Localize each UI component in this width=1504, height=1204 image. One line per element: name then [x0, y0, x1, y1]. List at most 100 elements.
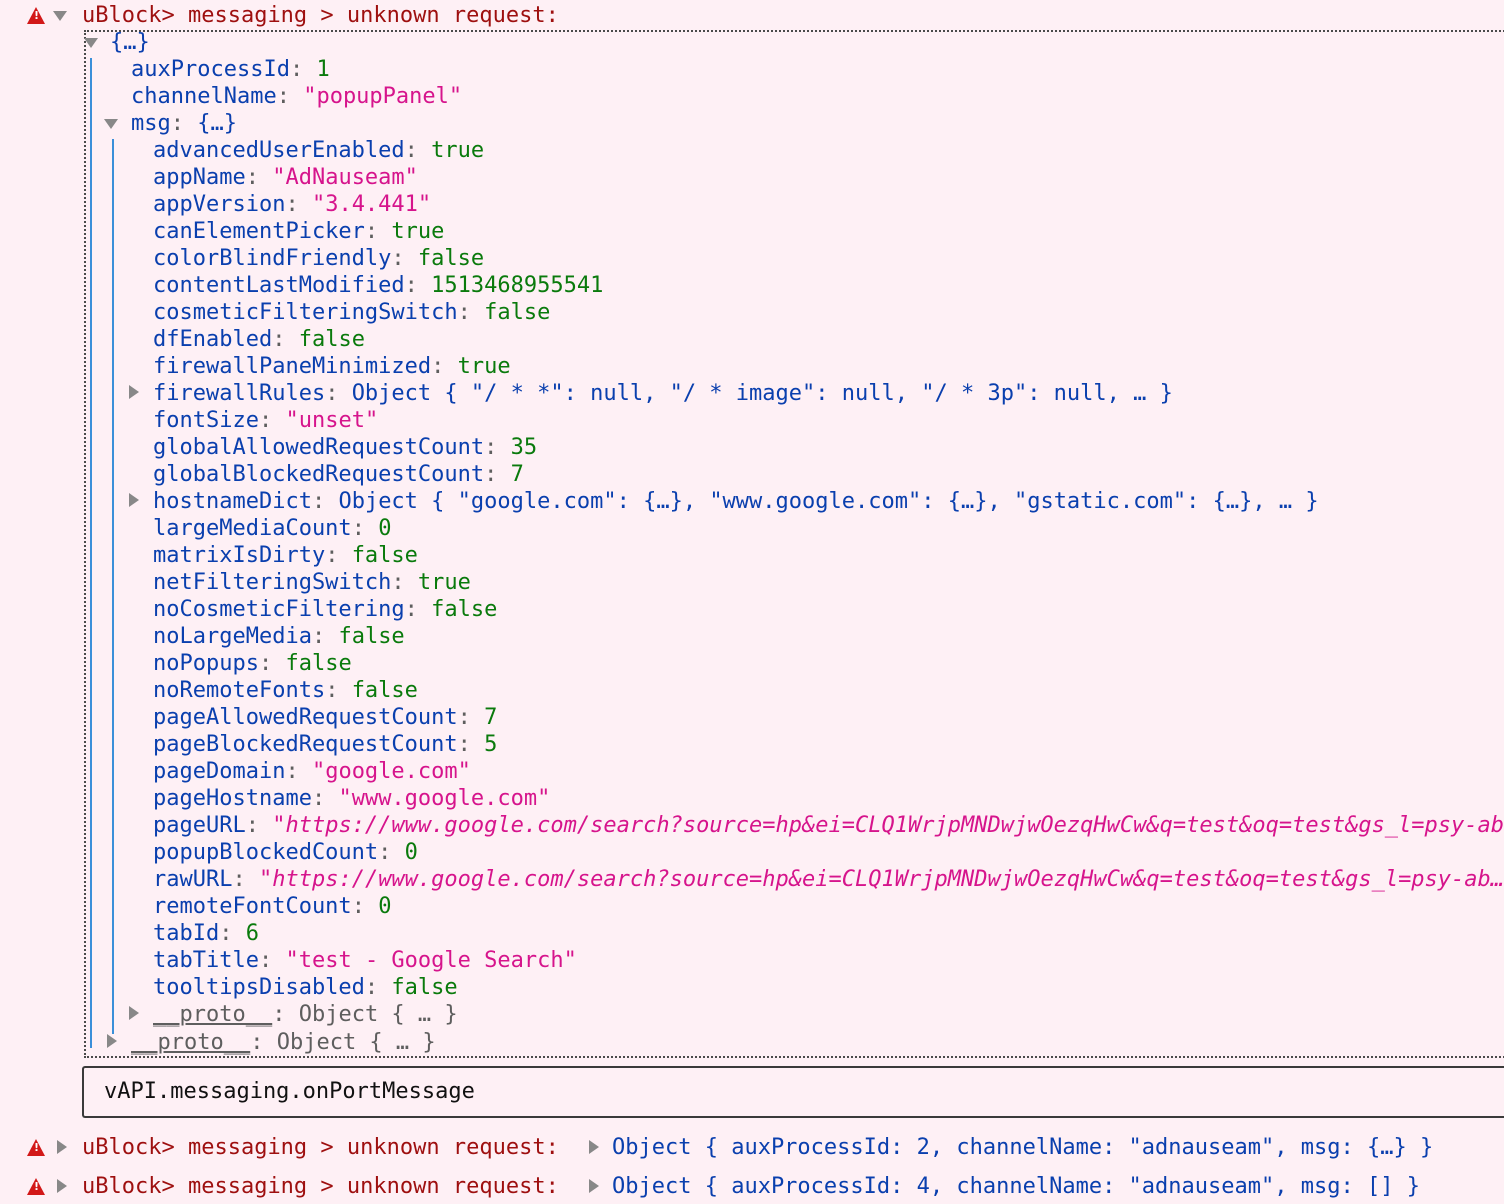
- property-row[interactable]: netFilteringSwitch: true: [153, 569, 471, 596]
- property-row[interactable]: popupBlockedCount: 0: [153, 839, 418, 866]
- property-row[interactable]: tabId: 6: [153, 920, 259, 947]
- property-key: globalBlockedRequestCount: [153, 462, 485, 487]
- property-key: pageDomain: [153, 759, 286, 784]
- log-entry-header[interactable]: uBlock> messaging > unknown request:: [82, 2, 559, 29]
- property-key: canElementPicker: [153, 219, 365, 244]
- property-separator: :: [245, 813, 273, 838]
- property-value: false: [298, 327, 365, 352]
- property-separator: :: [457, 705, 485, 730]
- property-key: globalAllowedRequestCount: [153, 435, 485, 460]
- property-key: advancedUserEnabled: [153, 138, 405, 163]
- expand-property-icon[interactable]: [129, 493, 139, 507]
- property-row[interactable]: rawURL: "https://www.google.com/search?s…: [153, 866, 1504, 893]
- property-row[interactable]: globalAllowedRequestCount: 35: [153, 434, 537, 461]
- expand-object-icon[interactable]: [589, 1140, 599, 1154]
- property-row[interactable]: globalBlockedRequestCount: 7: [153, 461, 524, 488]
- property-row[interactable]: remoteFontCount: 0: [153, 893, 391, 920]
- property-value: false: [338, 624, 405, 649]
- property-key: auxProcessId: [131, 57, 290, 82]
- warning-icon: !: [27, 1139, 45, 1156]
- property-value: "google.com": [311, 759, 471, 784]
- property-row[interactable]: firewallPaneMinimized: true: [153, 353, 511, 380]
- property-separator: :: [311, 786, 339, 811]
- property-key: noCosmeticFiltering: [153, 597, 405, 622]
- property-row[interactable]: __proto__: Object { … }: [153, 1001, 458, 1028]
- property-row[interactable]: canElementPicker: true: [153, 218, 444, 245]
- property-row[interactable]: channelName: "popupPanel": [131, 83, 462, 110]
- property-separator: :: [364, 975, 392, 1000]
- expand-object-icon[interactable]: [589, 1179, 599, 1193]
- object-summary[interactable]: Object { auxProcessId: 4, channelName: "…: [612, 1174, 1420, 1199]
- property-row[interactable]: noPopups: false: [153, 650, 352, 677]
- property-row[interactable]: dfEnabled: false: [153, 326, 365, 353]
- property-key: appName: [153, 165, 246, 190]
- msg-collapse-icon[interactable]: [104, 119, 118, 129]
- log-prefix: uBlock>: [82, 1135, 175, 1160]
- property-value: 1: [316, 57, 330, 82]
- property-separator: :: [289, 57, 317, 82]
- property-row[interactable]: matrixIsDirty: false: [153, 542, 418, 569]
- log-entry-header[interactable]: uBlock> messaging > unknown request:: [82, 1173, 559, 1200]
- property-separator: :: [351, 894, 379, 919]
- object-summary[interactable]: Object { auxProcessId: 2, channelName: "…: [612, 1135, 1434, 1160]
- property-row[interactable]: appVersion: "3.4.441": [153, 191, 431, 218]
- property-row[interactable]: colorBlindFriendly: false: [153, 245, 484, 272]
- property-row[interactable]: pageURL: "https://www.google.com/search?…: [153, 812, 1504, 839]
- property-value: 5: [484, 732, 498, 757]
- root-proto-row[interactable]: __proto__: Object { … }: [131, 1030, 436, 1055]
- property-row[interactable]: fontSize: "unset": [153, 407, 378, 434]
- proto-key: __proto__: [131, 1030, 251, 1055]
- warning-icon: !: [27, 1178, 45, 1195]
- property-row[interactable]: advancedUserEnabled: true: [153, 137, 484, 164]
- property-row[interactable]: cosmeticFilteringSwitch: false: [153, 299, 550, 326]
- proto-value: Object { … }: [276, 1030, 436, 1055]
- property-row[interactable]: pageAllowedRequestCount: 7: [153, 704, 497, 731]
- property-row[interactable]: noLargeMedia: false: [153, 623, 405, 650]
- property-value: "popupPanel": [303, 84, 463, 109]
- property-separator: :: [272, 327, 299, 352]
- property-row[interactable]: noCosmeticFiltering: false: [153, 596, 497, 623]
- property-value: false: [484, 300, 551, 325]
- property-separator: :: [285, 759, 312, 784]
- property-value: false: [391, 975, 458, 1000]
- property-row[interactable]: pageDomain: "google.com": [153, 758, 471, 785]
- property-separator: :: [484, 435, 511, 460]
- property-separator: :: [378, 840, 405, 865]
- property-key: cosmeticFilteringSwitch: [153, 300, 458, 325]
- tree-guide-root: [90, 58, 92, 1048]
- expand-proto-icon[interactable]: [107, 1034, 117, 1048]
- property-value: 0: [404, 840, 418, 865]
- property-separator: :: [431, 354, 458, 379]
- property-value: Object { "/ * *": null, "/ * image": nul…: [351, 381, 1173, 406]
- property-value: "3.4.441": [311, 192, 432, 217]
- property-row[interactable]: contentLastModified: 1513468955541: [153, 272, 603, 299]
- property-row[interactable]: tabTitle: "test - Google Search": [153, 947, 577, 974]
- property-row[interactable]: auxProcessId: 1: [131, 56, 330, 83]
- warning-icon: !: [27, 7, 45, 24]
- property-row[interactable]: pageBlockedRequestCount: 5: [153, 731, 497, 758]
- property-row[interactable]: firewallRules: Object { "/ * *": null, "…: [153, 380, 1173, 407]
- property-row[interactable]: pageHostname: "www.google.com": [153, 785, 550, 812]
- property-separator: :: [325, 678, 352, 703]
- expand-property-icon[interactable]: [129, 385, 139, 399]
- stack-trace-text[interactable]: vAPI.messaging.onPortMessage: [104, 1079, 475, 1104]
- log-entry-header[interactable]: uBlock> messaging > unknown request:: [82, 1134, 559, 1161]
- property-value: true: [457, 354, 511, 379]
- expand-property-icon[interactable]: [129, 1006, 139, 1020]
- property-row[interactable]: tooltipsDisabled: false: [153, 974, 458, 1001]
- property-row[interactable]: noRemoteFonts: false: [153, 677, 418, 704]
- property-key: tabTitle: [153, 948, 259, 973]
- expand-entry-icon[interactable]: [57, 1179, 67, 1193]
- collapse-toggle-icon[interactable]: [53, 11, 67, 21]
- property-key: contentLastModified: [153, 273, 405, 298]
- property-row[interactable]: largeMediaCount: 0: [153, 515, 391, 542]
- property-row[interactable]: hostnameDict: Object { "google.com": {…}…: [153, 488, 1319, 515]
- msg-row[interactable]: msg: {…}: [131, 111, 237, 136]
- root-object-preview[interactable]: {…}: [110, 30, 150, 55]
- property-value: "https://www.google.com/search?source=hp…: [272, 813, 1504, 838]
- root-collapse-icon[interactable]: [84, 38, 98, 48]
- property-separator: :: [404, 597, 432, 622]
- property-row[interactable]: appName: "AdNauseam": [153, 164, 418, 191]
- expand-entry-icon[interactable]: [57, 1140, 67, 1154]
- property-key: __proto__: [153, 1002, 273, 1027]
